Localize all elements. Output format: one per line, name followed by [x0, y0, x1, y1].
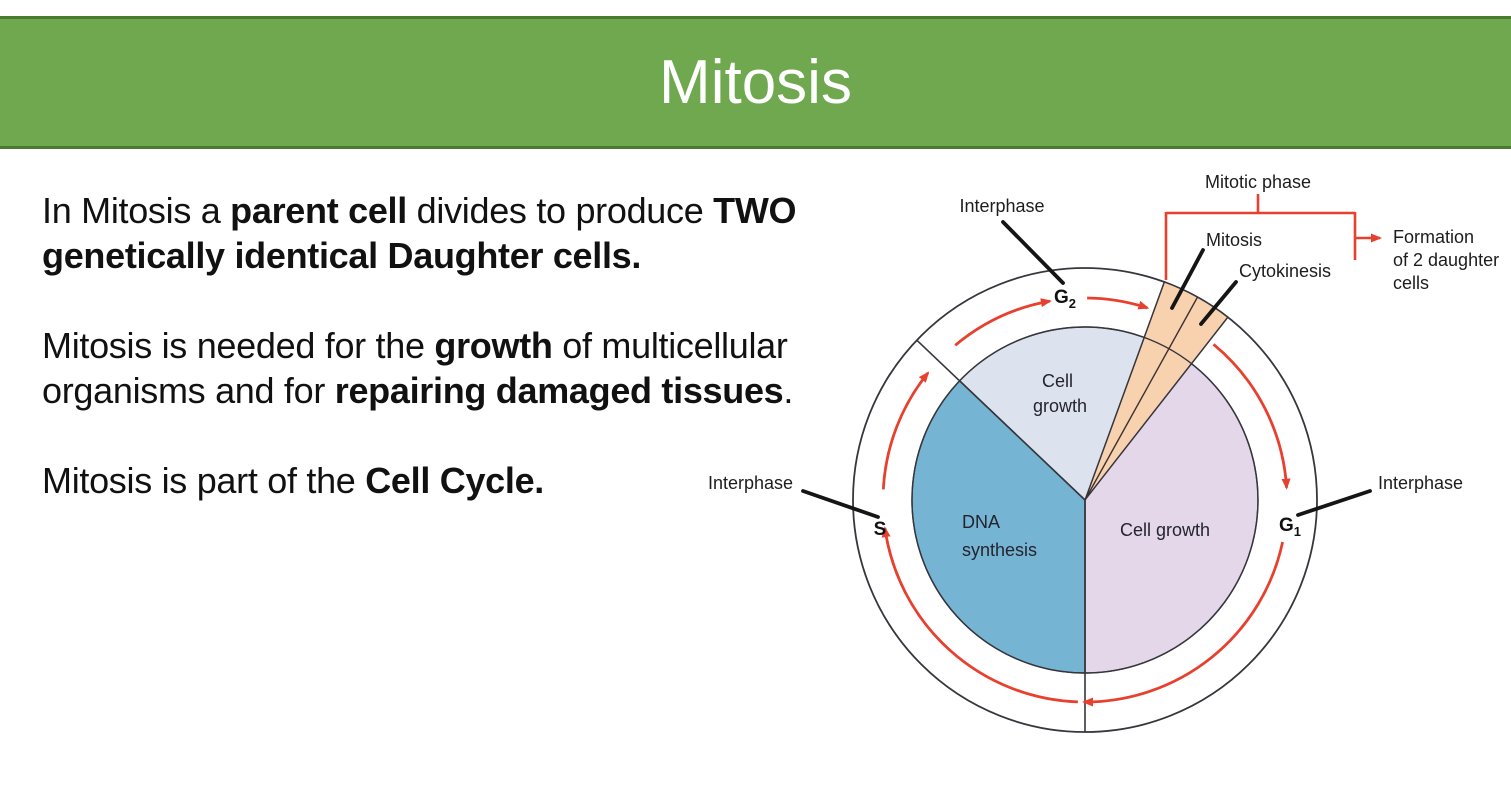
- body-text-segment: Cell Cycle.: [365, 460, 545, 501]
- mitotic-phase-label: Mitotic phase: [1205, 172, 1311, 192]
- arrow-g2-to-mitotic: [1087, 296, 1150, 310]
- g1-sub: 1: [1294, 524, 1301, 539]
- arrow-bottom-to-s: [881, 526, 1078, 704]
- g1-cell-growth-label: Cell growth: [1120, 520, 1210, 540]
- body-text-segment: parent cell: [230, 190, 407, 231]
- slide-title: Mitosis: [659, 48, 852, 117]
- formation-line1: Formation: [1393, 227, 1474, 247]
- title-banner: Mitosis: [0, 16, 1511, 149]
- body-text-segment: growth: [434, 325, 553, 366]
- g2-sub: 2: [1069, 296, 1076, 311]
- body-text-segment: TWO: [713, 190, 797, 231]
- body-text-line: genetically identical Daughter cells.: [42, 233, 872, 278]
- cytokinesis-label: Cytokinesis: [1239, 261, 1331, 281]
- interphase-top-pointer: [1001, 220, 1065, 285]
- body-text-line: In Mitosis a parent cell divides to prod…: [42, 188, 872, 233]
- body-text-segment: Mitosis is part of the: [42, 460, 366, 501]
- body-paragraph: Mitosis is needed for the growth of mult…: [42, 323, 872, 413]
- mitosis-cytokinesis-divider: [1084, 296, 1199, 501]
- interphase-top-label: Interphase: [959, 196, 1044, 216]
- cell-growth-top-line1: Cell: [1042, 371, 1073, 391]
- body-text-segment: organisms and for: [42, 370, 335, 411]
- body-text-segment: .: [783, 370, 794, 411]
- cycle-arrows: [881, 296, 1291, 707]
- cell-cycle-diagram: Interphase Mitotic phase Mitosis Cytokin…: [708, 172, 1504, 733]
- arrow-g1-to-bottom: [1082, 541, 1284, 707]
- interphase-left-label: Interphase: [708, 473, 793, 493]
- g1-phase-label: G1: [1279, 515, 1301, 539]
- interphase-left-pointer: [801, 489, 880, 519]
- body-text-segment: divides to produce: [406, 190, 714, 231]
- g2-main: G: [1054, 287, 1069, 308]
- formation-line3: cells: [1393, 273, 1429, 293]
- g2-phase-label: G2: [1054, 287, 1076, 311]
- s-phase-label: S: [874, 519, 887, 540]
- arrow-boundary-to-g2: [954, 298, 1052, 347]
- g2-cell-growth-label: Cell growth: [1033, 371, 1087, 416]
- interphase-right-pointer: [1296, 489, 1372, 517]
- body-text-segment: repairing damaged tissues: [334, 370, 784, 411]
- body-text: In Mitosis a parent cell divides to prod…: [42, 188, 872, 548]
- body-paragraph: In Mitosis a parent cell divides to prod…: [42, 188, 872, 278]
- dna-line2: synthesis: [962, 540, 1037, 560]
- dna-line1: DNA: [962, 512, 1000, 532]
- s-g2-boundary-line: [916, 339, 1086, 501]
- arrow-s-to-boundary: [881, 371, 930, 490]
- body-text-segment: genetically identical Daughter cells.: [42, 235, 642, 276]
- cytokinesis-pointer: [1199, 280, 1238, 326]
- formation-label: Formation of 2 daughter cells: [1393, 227, 1504, 293]
- mitosis-pointer: [1170, 248, 1205, 310]
- body-text-line: Mitosis is part of the Cell Cycle.: [42, 458, 872, 503]
- mitosis-label: Mitosis: [1206, 230, 1262, 250]
- body-text-segment: Mitosis is needed for the: [42, 325, 435, 366]
- interphase-right-label: Interphase: [1378, 473, 1463, 493]
- cell-growth-top-line2: growth: [1033, 396, 1087, 416]
- arrow-mitotic-to-g1: [1212, 343, 1291, 490]
- body-text-line: organisms and for repairing damaged tiss…: [42, 368, 872, 413]
- body-text-line: Mitosis is needed for the growth of mult…: [42, 323, 872, 368]
- mitotic-phase-bracket: [1164, 194, 1382, 280]
- body-text-segment: In Mitosis a: [42, 190, 231, 231]
- mitotic-phase-wedge: [1084, 280, 1229, 501]
- body-text-segment: of multicellular: [552, 325, 788, 366]
- dna-synthesis-label: DNA synthesis: [962, 512, 1037, 560]
- formation-line2: of 2 daughter: [1393, 250, 1499, 270]
- g1-main: G: [1279, 515, 1294, 536]
- body-paragraph: Mitosis is part of the Cell Cycle.: [42, 458, 872, 503]
